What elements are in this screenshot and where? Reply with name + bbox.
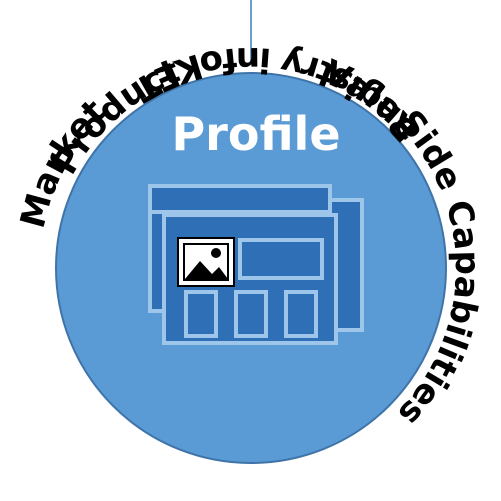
profile-title: Profile — [171, 107, 340, 161]
picture-icon — [177, 237, 235, 287]
